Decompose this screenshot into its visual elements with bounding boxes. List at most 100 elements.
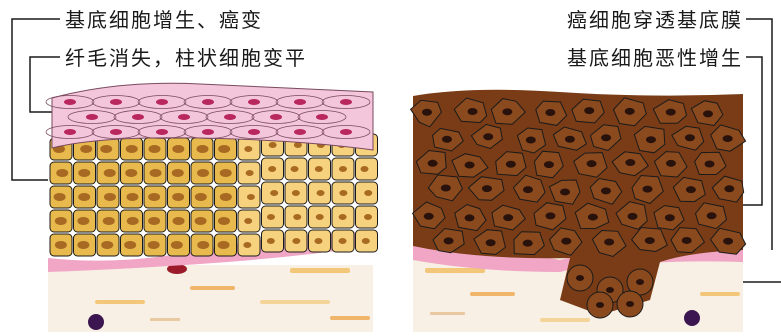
cancer-cell-nucleus xyxy=(561,238,571,245)
cancer-cell-nucleus xyxy=(587,160,597,167)
cancer-cell-nucleus xyxy=(523,240,533,247)
cancer-cell-nucleus xyxy=(545,212,555,219)
cancer-cell-nucleus xyxy=(685,134,695,141)
cancer-cell-nucleus xyxy=(723,238,733,245)
cancer-cell-nucleus xyxy=(486,239,496,246)
cancer-cell-nucleus xyxy=(628,213,638,220)
basal-cell-nucleus xyxy=(77,217,89,225)
basal-cell-nucleus xyxy=(104,193,116,201)
ciliated-cell-nucleus xyxy=(340,99,352,105)
cancer-cell-nucleus xyxy=(545,109,555,116)
label-basal-hyperplasia: 基底细胞增生、癌变 xyxy=(65,8,263,32)
basal-cell-nucleus xyxy=(173,217,185,225)
ciliated-cell-nucleus xyxy=(156,99,168,105)
label-cilia-loss: 纤毛消失，柱状细胞变平 xyxy=(65,46,307,70)
basal-cell-nucleus xyxy=(55,241,67,249)
basal-cell-nucleus xyxy=(268,166,276,172)
cancer-cell-nucleus xyxy=(705,160,715,167)
basal-cell-nucleus xyxy=(195,193,207,201)
basal-cell-nucleus xyxy=(78,193,90,201)
basal-cell-nucleus xyxy=(197,169,209,177)
basal-cell-nucleus xyxy=(316,214,324,220)
ciliated-cell-nucleus xyxy=(64,129,76,135)
ciliated-cell-nucleus xyxy=(156,129,168,135)
cancer-cell-nucleus xyxy=(526,136,536,143)
basal-cell-nucleus xyxy=(244,218,252,224)
cancer-cell-nucleus xyxy=(645,237,655,244)
cancer-cell-nucleus xyxy=(604,239,614,246)
cancer-cell-nucleus xyxy=(666,109,676,116)
cancer-cell-nucleus xyxy=(601,134,611,141)
basal-cell-nucleus xyxy=(220,169,232,177)
cancer-cell-nucleus xyxy=(682,237,692,244)
ciliated-cell-nucleus xyxy=(132,114,144,120)
basal-cell-nucleus xyxy=(243,242,251,248)
basal-cell-nucleus xyxy=(292,190,300,196)
cancer-cell-nucleus xyxy=(601,187,611,194)
basal-cell-nucleus xyxy=(148,145,160,153)
basal-cell-nucleus xyxy=(148,217,160,225)
left-basal-cells xyxy=(50,134,378,256)
cancer-cell-nucleus xyxy=(665,214,675,221)
cancer-cell-nucleus xyxy=(560,188,570,195)
basal-cell-nucleus xyxy=(361,166,369,172)
basal-cell-nucleus xyxy=(126,193,138,201)
cancer-cell-nucleus xyxy=(625,159,635,166)
basal-cell-nucleus xyxy=(218,217,230,225)
basal-cell-nucleus xyxy=(104,169,116,177)
basal-cell-nucleus xyxy=(172,145,184,153)
ciliated-cell-nucleus xyxy=(178,114,190,120)
ciliated-cell-nucleus xyxy=(202,99,214,105)
cancer-cell-nucleus xyxy=(482,185,492,192)
basal-cell-nucleus xyxy=(195,217,207,225)
cancer-cell-nucleus xyxy=(565,136,575,143)
leader-line-right-2 xyxy=(742,57,762,205)
cancer-cell-nucleus xyxy=(506,161,516,168)
label-membrane-invasion: 癌细胞穿透基底膜 xyxy=(567,8,743,32)
basal-cell-nucleus xyxy=(247,194,255,200)
basal-cell-nucleus xyxy=(103,217,115,225)
ciliated-cell-nucleus xyxy=(110,129,122,135)
ciliated-cell-nucleus xyxy=(224,114,236,120)
cancer-cell-nucleus xyxy=(465,214,475,221)
basal-cell-nucleus xyxy=(127,217,139,225)
basal-cell-nucleus xyxy=(244,146,252,152)
basal-cell-nucleus xyxy=(101,241,113,249)
cancer-cell-nucleus xyxy=(724,185,734,192)
leader-line-right-1 xyxy=(746,19,772,250)
basal-cell-nucleus xyxy=(364,214,372,220)
cancer-cell-nucleus xyxy=(723,135,733,142)
basal-cell-nucleus xyxy=(171,241,183,249)
basal-cell-nucleus xyxy=(218,241,230,249)
basal-cell-nucleus xyxy=(339,214,347,220)
cancer-cell-nucleus xyxy=(544,161,554,168)
cancer-cell-nucleus xyxy=(428,160,438,167)
basal-cell-nucleus xyxy=(100,145,112,153)
invading-cancer-cell-nucleus xyxy=(636,279,644,285)
cancer-cell-nucleus xyxy=(502,108,512,115)
cancer-cell-nucleus xyxy=(442,136,452,143)
cancer-cell-nucleus xyxy=(646,136,656,143)
ciliated-cell-nucleus xyxy=(86,114,98,120)
basal-cell-nucleus xyxy=(220,193,232,201)
basal-cell-nucleus xyxy=(197,241,209,249)
basal-cell-nucleus xyxy=(267,238,275,244)
ciliated-cell-nucleus xyxy=(110,99,122,105)
basal-cell-nucleus xyxy=(172,193,184,201)
basal-cell-nucleus xyxy=(246,170,254,176)
cancer-cell-nucleus xyxy=(441,185,451,192)
basal-cell-nucleus xyxy=(339,238,347,244)
basal-cell-nucleus xyxy=(78,169,90,177)
basal-cell-nucleus xyxy=(172,169,184,177)
ciliated-cell-nucleus xyxy=(270,114,282,120)
cancer-cell-nucleus xyxy=(424,213,434,220)
basal-cell-nucleus xyxy=(315,166,323,172)
cancer-cell-nucleus xyxy=(588,214,598,221)
basal-cell-nucleus xyxy=(218,145,230,153)
cancer-cell-nucleus xyxy=(625,108,635,115)
cancer-cell-nucleus xyxy=(686,186,696,193)
basal-cell-nucleus xyxy=(314,238,322,244)
cancer-cell-nucleus xyxy=(523,186,533,193)
basal-cell-nucleus xyxy=(77,241,89,249)
